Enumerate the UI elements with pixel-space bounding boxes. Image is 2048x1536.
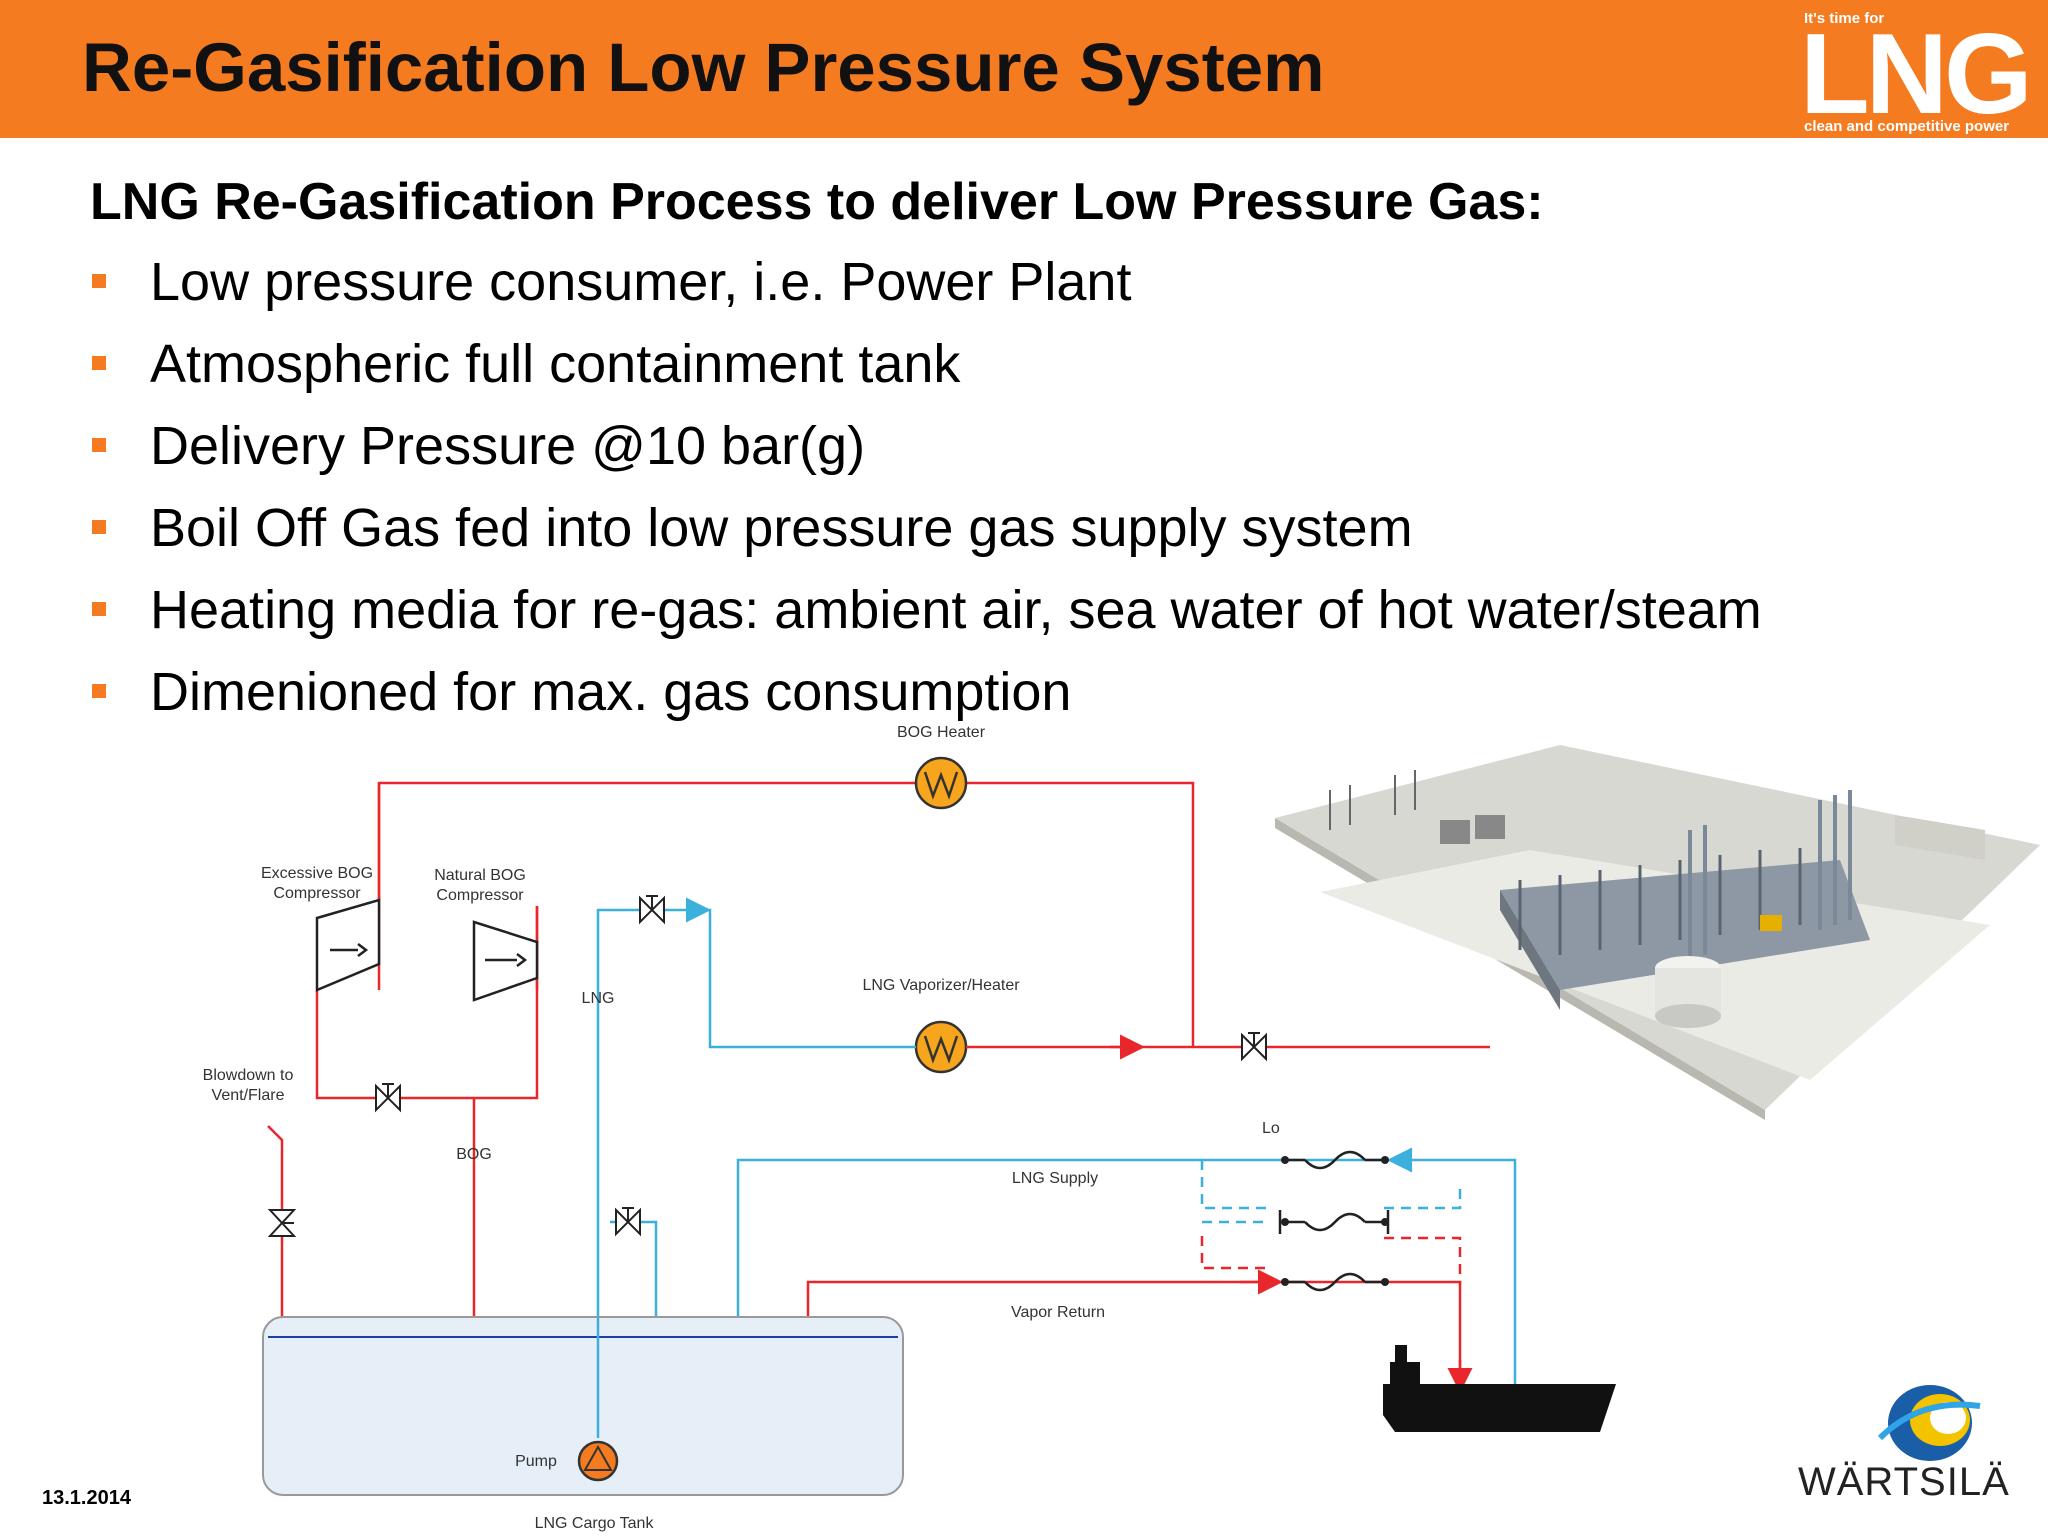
bog-loop-line bbox=[377, 781, 1195, 1047]
process-diagram: BOG Heater Excessive BOG Compressor Natu… bbox=[203, 724, 2040, 1532]
slide-date: 13.1.2014 bbox=[42, 1487, 131, 1509]
valve-icon bbox=[375, 1083, 401, 1113]
label-natural-bog: Natural BOG bbox=[434, 867, 526, 884]
bullet-text: Boil Off Gas fed into low pressure gas s… bbox=[150, 498, 1413, 558]
page-title: Re-Gasification Low Pressure System bbox=[82, 29, 1325, 106]
label-bog-heater: BOG Heater bbox=[897, 724, 986, 741]
wartsila-emblem-icon bbox=[1877, 1385, 1981, 1461]
label-lng-cargo-tank: LNG Cargo Tank bbox=[535, 1515, 655, 1532]
label-vapor-return: Vapor Return bbox=[1011, 1304, 1105, 1321]
bullet-item: Dimenioned for max. gas consumption bbox=[90, 660, 1762, 742]
bullet-text: Heating media for re-gas: ambient air, s… bbox=[150, 580, 1762, 640]
lng-vaporizer-heater bbox=[914, 1020, 968, 1074]
wartsila-logo: WÄRTSILÄ bbox=[1790, 1368, 2010, 1508]
logo-mark: LNG bbox=[1800, 11, 2033, 138]
bullet-marker bbox=[92, 274, 106, 288]
bullet-text: Low pressure consumer, i.e. Power Plant bbox=[150, 252, 1132, 312]
label-blowdown: Blowdown to bbox=[203, 1067, 294, 1084]
label-lng-supply: LNG Supply bbox=[1012, 1170, 1098, 1187]
lng-ship-icon bbox=[1383, 1345, 1616, 1432]
bullet-marker bbox=[92, 684, 106, 698]
label-pump: Pump bbox=[515, 1453, 557, 1470]
pump-icon bbox=[577, 1440, 619, 1482]
valve-icon bbox=[1241, 1032, 1267, 1062]
bullet-marker bbox=[92, 602, 106, 616]
section-heading: LNG Re-Gasification Process to deliver L… bbox=[90, 173, 1544, 231]
natural-bog-compressor bbox=[472, 920, 539, 1002]
bullet-marker bbox=[92, 438, 106, 452]
label-lo: Lo bbox=[1262, 1120, 1280, 1137]
valve-icon bbox=[615, 1207, 641, 1237]
label-bog: BOG bbox=[456, 1146, 492, 1163]
lng-logo: It's time for LNG clean and competitive … bbox=[1800, 8, 2034, 136]
bullet-item: Low pressure consumer, i.e. Power Plant bbox=[90, 250, 1762, 332]
label-lng-vaporizer: LNG Vaporizer/Heater bbox=[862, 977, 1020, 994]
label-excessive-bog-compressor: Compressor bbox=[273, 885, 361, 902]
bullet-list: Low pressure consumer, i.e. Power Plant … bbox=[90, 250, 1762, 742]
logo-tagline-bottom: clean and competitive power bbox=[1804, 118, 2010, 135]
label-lng: LNG bbox=[582, 990, 615, 1007]
bullet-item: Heating media for re-gas: ambient air, s… bbox=[90, 578, 1762, 660]
lng-cargo-tank bbox=[262, 1316, 904, 1496]
bullet-item: Delivery Pressure @10 bar(g) bbox=[90, 414, 1762, 496]
valve-icon bbox=[267, 1209, 297, 1237]
bullet-text: Delivery Pressure @10 bar(g) bbox=[150, 416, 866, 476]
wartsila-wordmark: WÄRTSILÄ bbox=[1798, 1460, 2010, 1504]
bullet-marker bbox=[92, 520, 106, 534]
excessive-bog-compressor bbox=[315, 898, 381, 992]
label-vent-flare: Vent/Flare bbox=[212, 1087, 285, 1104]
label-natural-bog-compressor: Compressor bbox=[436, 887, 524, 904]
bog-heater bbox=[914, 756, 968, 810]
bullet-marker bbox=[92, 356, 106, 370]
valve-icon bbox=[639, 895, 665, 925]
bullet-item: Boil Off Gas fed into low pressure gas s… bbox=[90, 496, 1762, 578]
power-plant-illustration bbox=[1275, 745, 2040, 1120]
logo-tagline-top: It's time for bbox=[1804, 10, 1885, 27]
header-bar: Re-Gasification Low Pressure System It's… bbox=[0, 0, 2048, 138]
bullet-text: Dimenioned for max. gas consumption bbox=[150, 662, 1072, 722]
bullet-text: Atmospheric full containment tank bbox=[150, 334, 961, 394]
label-excessive-bog: Excessive BOG bbox=[261, 865, 373, 882]
bullet-item: Atmospheric full containment tank bbox=[90, 332, 1762, 414]
